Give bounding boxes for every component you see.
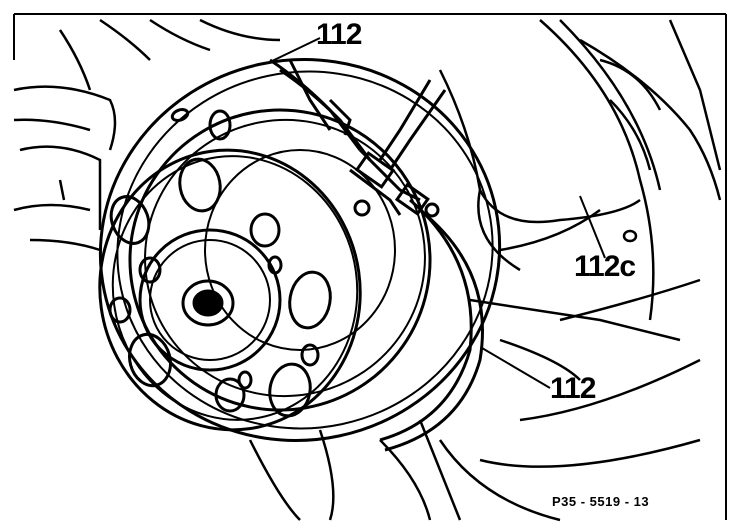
handbrake-cable — [269, 58, 447, 218]
suspension-parts — [13, 18, 462, 521]
callout-112c: 112c — [574, 250, 636, 283]
callout-112-top: 112 — [316, 18, 362, 51]
frame-lines — [13, 13, 727, 520]
figure-code: P35 - 5519 - 13 — [552, 494, 650, 509]
wheel-arch-body — [438, 19, 722, 522]
wheel-hub — [98, 148, 362, 432]
brake-shield — [98, 58, 502, 452]
callout-112-bottom: 112 — [550, 372, 596, 405]
hub-bolt-holes — [108, 108, 332, 418]
leader-lines — [269, 37, 606, 389]
